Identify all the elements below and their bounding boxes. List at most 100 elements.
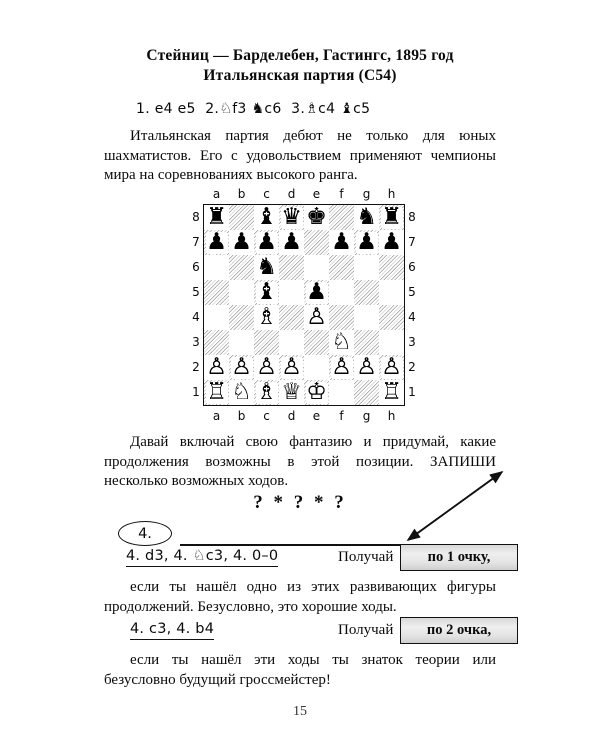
- square-f1[interactable]: [329, 380, 354, 405]
- piece-backdrop: [255, 231, 278, 254]
- move-2-number: 2.: [205, 101, 220, 117]
- square-a8[interactable]: ♜: [204, 205, 229, 230]
- square-d1[interactable]: ♕: [279, 380, 304, 405]
- square-h5[interactable]: [379, 280, 404, 305]
- square-h8[interactable]: ♜: [379, 205, 404, 230]
- piece-d8-icon: ♛: [281, 205, 302, 230]
- square-f2[interactable]: ♙: [329, 355, 354, 380]
- square-f4[interactable]: [329, 305, 354, 330]
- square-g4[interactable]: [354, 305, 379, 330]
- square-c7[interactable]: ♟: [254, 230, 279, 255]
- file-label-bottom-d: d: [287, 409, 296, 423]
- square-f5[interactable]: [329, 280, 354, 305]
- piece-d1-icon: ♕: [281, 380, 302, 405]
- square-g1[interactable]: [354, 380, 379, 405]
- square-g3[interactable]: [354, 330, 379, 355]
- piece-a2-icon: ♙: [206, 355, 227, 380]
- piece-backdrop: [305, 206, 328, 229]
- square-f6[interactable]: [329, 255, 354, 280]
- piece-g2-icon: ♙: [356, 355, 377, 380]
- square-f7[interactable]: ♟: [329, 230, 354, 255]
- square-d7[interactable]: ♟: [279, 230, 304, 255]
- score-points-box-1: по 1 очку,: [400, 544, 518, 571]
- piece-backdrop: [255, 281, 278, 304]
- square-d2[interactable]: ♙: [279, 355, 304, 380]
- square-b8[interactable]: [229, 205, 254, 230]
- square-e4[interactable]: ♙: [304, 305, 329, 330]
- square-b7[interactable]: ♟: [229, 230, 254, 255]
- square-a5[interactable]: [204, 280, 229, 305]
- square-g2[interactable]: ♙: [354, 355, 379, 380]
- opening-moves: 1. e4 e5 2.♘f3 ♞c6 3.♗c4 ♝c5: [136, 101, 370, 117]
- square-d8[interactable]: ♛: [279, 205, 304, 230]
- square-h3[interactable]: [379, 330, 404, 355]
- square-e3[interactable]: [304, 330, 329, 355]
- square-h1[interactable]: ♖: [379, 380, 404, 405]
- file-label-top-d: d: [287, 187, 296, 201]
- square-h2[interactable]: ♙: [379, 355, 404, 380]
- piece-h8-icon: ♜: [381, 205, 402, 230]
- piece-backdrop: [230, 231, 253, 254]
- square-g5[interactable]: [354, 280, 379, 305]
- piece-e5-icon: ♟: [306, 280, 327, 305]
- square-d6[interactable]: [279, 255, 304, 280]
- square-g7[interactable]: ♟: [354, 230, 379, 255]
- square-c2[interactable]: ♙: [254, 355, 279, 380]
- square-a1[interactable]: ♖: [204, 380, 229, 405]
- square-b3[interactable]: [229, 330, 254, 355]
- square-g6[interactable]: [354, 255, 379, 280]
- square-d3[interactable]: [279, 330, 304, 355]
- square-f8[interactable]: [329, 205, 354, 230]
- square-a3[interactable]: [204, 330, 229, 355]
- square-g8[interactable]: ♞: [354, 205, 379, 230]
- piece-h1-icon: ♖: [381, 380, 402, 405]
- piece-backdrop: [255, 256, 278, 279]
- answer-row: 4.: [118, 519, 498, 549]
- square-c3[interactable]: [254, 330, 279, 355]
- file-label-bottom-g: g: [362, 409, 371, 423]
- file-label-bottom-h: h: [387, 409, 396, 423]
- square-c8[interactable]: ♝: [254, 205, 279, 230]
- piece-backdrop: [255, 306, 278, 329]
- square-c1[interactable]: ♗: [254, 380, 279, 405]
- square-e8[interactable]: ♚: [304, 205, 329, 230]
- square-d4[interactable]: [279, 305, 304, 330]
- piece-backdrop: [355, 356, 378, 379]
- square-b6[interactable]: [229, 255, 254, 280]
- square-c6[interactable]: ♞: [254, 255, 279, 280]
- square-b2[interactable]: ♙: [229, 355, 254, 380]
- square-h4[interactable]: [379, 305, 404, 330]
- square-f3[interactable]: ♘: [329, 330, 354, 355]
- file-label-top-c: c: [263, 187, 270, 201]
- white-knight-icon: ♘: [219, 101, 233, 117]
- rank-label-right-8: 8: [408, 209, 416, 224]
- square-b1[interactable]: ♘: [229, 380, 254, 405]
- square-b5[interactable]: [229, 280, 254, 305]
- square-e5[interactable]: ♟: [304, 280, 329, 305]
- file-label-top-h: h: [387, 187, 396, 201]
- title-line-1: Стейниц — Барделебен, Гастингс, 1895 год: [146, 47, 454, 64]
- piece-backdrop: [230, 381, 253, 404]
- square-a7[interactable]: ♟: [204, 230, 229, 255]
- square-a4[interactable]: [204, 305, 229, 330]
- square-e1[interactable]: ♔: [304, 380, 329, 405]
- square-h6[interactable]: [379, 255, 404, 280]
- square-e6[interactable]: [304, 255, 329, 280]
- answer-blank-line[interactable]: [180, 544, 442, 546]
- score-get-label-2: Получай: [338, 622, 394, 638]
- score-row-1: 4. d3, 4. ♘c3, 4. 0–0 Получай по 1 очку,: [104, 544, 524, 574]
- square-e2[interactable]: [304, 355, 329, 380]
- square-d5[interactable]: [279, 280, 304, 305]
- score-moves-1: 4. d3, 4. ♘c3, 4. 0–0: [126, 548, 279, 567]
- square-e7[interactable]: [304, 230, 329, 255]
- piece-backdrop: [380, 356, 403, 379]
- square-c4[interactable]: ♗: [254, 305, 279, 330]
- piece-backdrop: [355, 206, 378, 229]
- square-a6[interactable]: [204, 255, 229, 280]
- square-b4[interactable]: [229, 305, 254, 330]
- square-c5[interactable]: ♝: [254, 280, 279, 305]
- square-a2[interactable]: ♙: [204, 355, 229, 380]
- square-h7[interactable]: ♟: [379, 230, 404, 255]
